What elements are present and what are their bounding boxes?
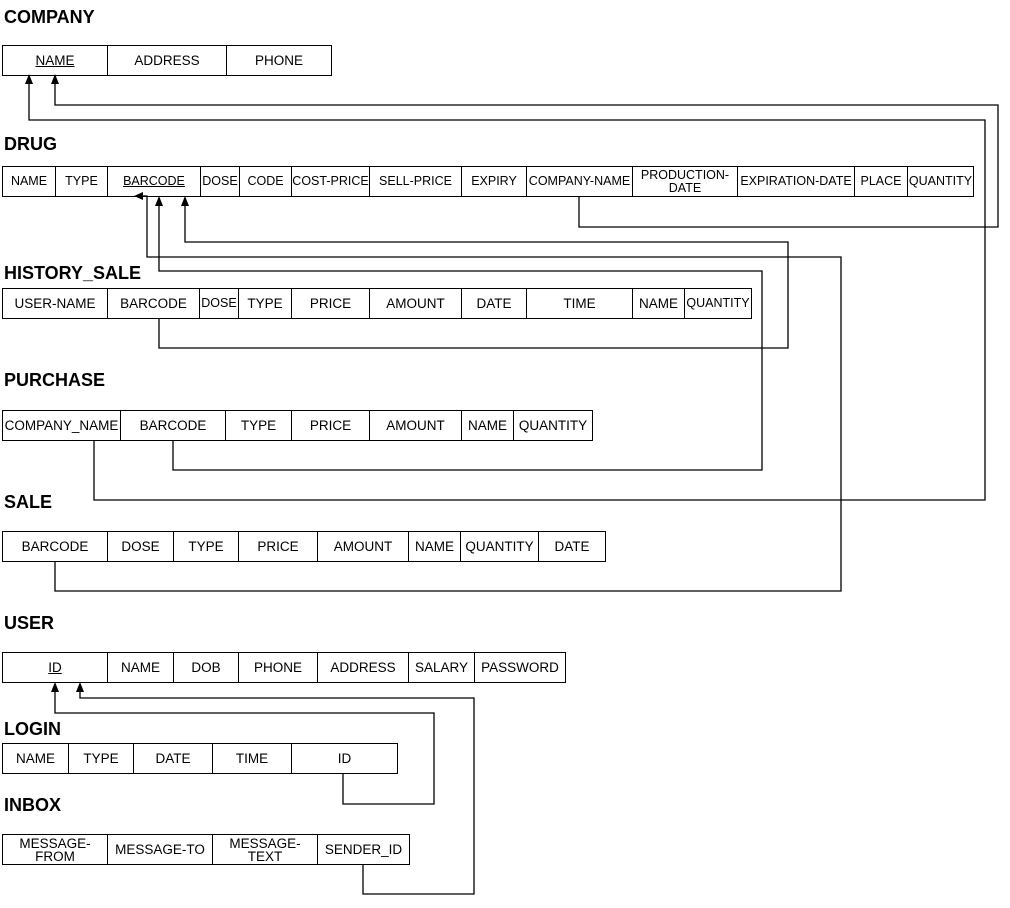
- column-inbox-message-text: MESSAGE-TEXT: [213, 835, 318, 864]
- column-login-name: NAME: [3, 744, 69, 773]
- table-title-company: COMPANY: [4, 7, 95, 27]
- column-company-phone: PHONE: [254, 53, 303, 68]
- column-sale-barcode: BARCODE: [3, 532, 108, 561]
- column-history-sale-barcode: BARCODE: [108, 289, 200, 318]
- fk-line-purchase-company: [28, 78, 986, 501]
- fk-line-inbox-user: [79, 686, 475, 895]
- fk-line-purchase-drug: [158, 200, 763, 471]
- table-drug: NAME TYPE BARCODE DOSE CODE COST-PRICE S…: [2, 166, 974, 197]
- column-inbox-sender-id: SENDER_ID: [324, 842, 403, 857]
- table-title-inbox: INBOX: [4, 795, 62, 815]
- column-drug-code: CODE: [240, 167, 292, 196]
- column-inbox-message-to: MESSAGE-TO: [108, 835, 213, 864]
- table-login: NAME TYPE DATE TIME ID: [2, 743, 398, 774]
- column-sale-quantity: QUANTITY: [461, 532, 539, 561]
- arrowhead-drug-company: [51, 74, 59, 84]
- column-history-sale-date: DATE: [462, 289, 527, 318]
- column-drug-place: PLACE: [855, 167, 908, 196]
- table-title-login: LOGIN: [4, 719, 61, 739]
- column-user-id: ID: [3, 653, 108, 682]
- column-drug-quantity: QUANTITY: [908, 174, 973, 188]
- table-inbox: MESSAGE-FROM MESSAGE-TO MESSAGE-TEXT SEN…: [2, 834, 410, 865]
- column-drug-name: NAME: [3, 167, 56, 196]
- table-sale: BARCODE DOSE TYPE PRICE AMOUNT NAME QUAN…: [2, 531, 606, 562]
- fk-line-drug-company: [54, 78, 999, 228]
- arrowhead-sale-drug: [134, 192, 143, 200]
- column-history-sale-type: TYPE: [239, 289, 292, 318]
- table-company: NAME ADDRESS PHONE: [2, 45, 332, 76]
- table-history-sale: USER-NAME BARCODE DOSE TYPE PRICE AMOUNT…: [2, 288, 752, 319]
- column-sale-price: PRICE: [239, 532, 318, 561]
- table-title-user: USER: [4, 613, 55, 633]
- arrowhead-login-user: [51, 682, 59, 692]
- column-login-type: TYPE: [69, 744, 134, 773]
- column-purchase-name: NAME: [462, 411, 514, 440]
- column-sale-amount: AMOUNT: [318, 532, 409, 561]
- column-drug-cost-price: COST-PRICE: [292, 167, 370, 196]
- column-purchase-amount: AMOUNT: [370, 411, 462, 440]
- column-history-sale-amount: AMOUNT: [370, 289, 462, 318]
- column-sale-date: DATE: [554, 539, 590, 554]
- arrowhead-purchase-drug: [155, 196, 163, 206]
- column-inbox-message-from: MESSAGE-FROM: [3, 835, 108, 864]
- column-purchase-company-name: COMPANY_NAME: [3, 411, 121, 440]
- column-user-salary: SALARY: [409, 653, 475, 682]
- column-drug-dose: DOSE: [201, 167, 240, 196]
- column-user-address: ADDRESS: [318, 653, 409, 682]
- column-user-phone: PHONE: [239, 653, 318, 682]
- column-drug-expiry: EXPIRY: [462, 167, 527, 196]
- column-company-address: ADDRESS: [108, 46, 227, 75]
- fk-line-sale-drug: [54, 195, 842, 592]
- column-company-name: NAME: [3, 46, 108, 75]
- table-title-sale: SALE: [4, 492, 53, 512]
- column-user-dob: DOB: [174, 653, 239, 682]
- column-history-sale-quantity: QUANTITY: [686, 296, 750, 310]
- table-purchase: COMPANY_NAME BARCODE TYPE PRICE AMOUNT N…: [2, 410, 593, 441]
- table-title-drug: DRUG: [4, 134, 57, 154]
- column-drug-production-date: PRODUCTION-DATE: [633, 167, 738, 196]
- column-login-date: DATE: [134, 744, 213, 773]
- table-title-history-sale: HISTORY_SALE: [4, 263, 142, 283]
- column-drug-company-name: COMPANY-NAME: [527, 167, 633, 196]
- column-history-sale-name: NAME: [633, 289, 685, 318]
- fk-line-login-user: [54, 686, 435, 805]
- column-user-name: NAME: [108, 653, 174, 682]
- arrowhead-history-sale-drug: [181, 196, 189, 206]
- column-login-time: TIME: [213, 744, 292, 773]
- column-purchase-type: TYPE: [226, 411, 292, 440]
- column-sale-name: NAME: [409, 532, 461, 561]
- column-purchase-barcode: BARCODE: [121, 411, 226, 440]
- column-history-sale-user-name: USER-NAME: [3, 289, 108, 318]
- column-drug-expiration-date: EXPIRATION-DATE: [738, 167, 855, 196]
- column-purchase-price: PRICE: [292, 411, 370, 440]
- column-history-sale-price: PRICE: [292, 289, 370, 318]
- arrowhead-inbox-user: [76, 682, 84, 692]
- column-sale-dose: DOSE: [108, 532, 174, 561]
- column-drug-barcode: BARCODE: [108, 167, 201, 196]
- table-user: ID NAME DOB PHONE ADDRESS SALARY PASSWOR…: [2, 652, 566, 683]
- column-sale-type: TYPE: [174, 532, 239, 561]
- arrowhead-purchase-company: [25, 74, 33, 84]
- column-user-password: PASSWORD: [481, 660, 559, 675]
- fk-line-history-sale-drug: [158, 200, 789, 349]
- column-login-id: ID: [337, 751, 352, 766]
- column-drug-type: TYPE: [56, 167, 108, 196]
- column-purchase-quantity: QUANTITY: [518, 418, 588, 433]
- column-history-sale-dose: DOSE: [200, 289, 239, 318]
- column-drug-sell-price: SELL-PRICE: [370, 167, 462, 196]
- column-history-sale-time: TIME: [527, 289, 633, 318]
- table-title-purchase: PURCHASE: [4, 370, 106, 390]
